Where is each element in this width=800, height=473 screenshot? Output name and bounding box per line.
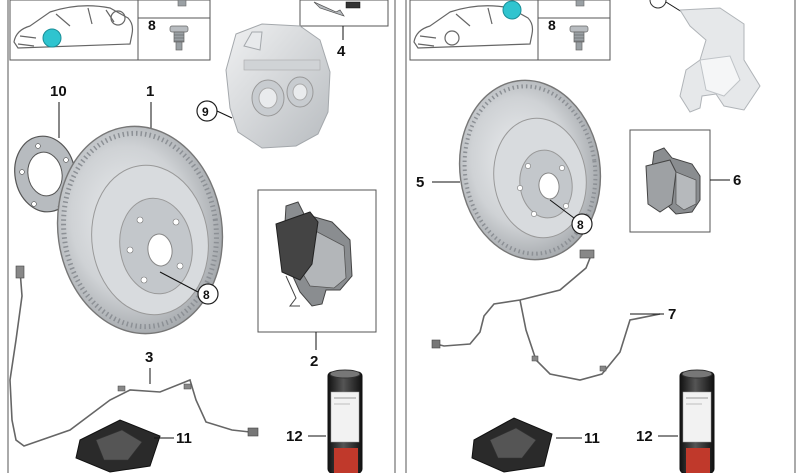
brake-caliper[interactable]: 9 <box>196 23 331 149</box>
callout-circle-disc-bolt-left <box>197 283 219 305</box>
car-icon <box>13 5 134 49</box>
callout-wear-sensor-left: 3 <box>145 349 153 366</box>
callout-grease-right: 11 <box>584 430 600 447</box>
callout-circle-disc-bolt-right <box>571 213 593 235</box>
right-panel: 8 <box>409 0 761 473</box>
brake-cleaner-can-left[interactable]: 12 <box>286 369 363 473</box>
callout-pads-left: 2 <box>310 353 318 370</box>
brake-disc-right[interactable]: 8 5 <box>416 71 612 269</box>
car-icon-right <box>413 5 534 49</box>
callout-disc-bolt-left: 8 <box>203 288 210 302</box>
callout-disc: 1 <box>146 83 154 100</box>
brake-pads-kit-right[interactable]: 6 <box>629 129 741 233</box>
right-thumb-bolt-icon <box>575 0 585 7</box>
right-caliper-bracket[interactable] <box>649 0 761 113</box>
callout-pads-right: 6 <box>733 172 741 189</box>
grease-sachet-left[interactable]: 11 <box>75 419 192 473</box>
bracket-kit[interactable]: 4 <box>299 0 389 60</box>
left-vehicle-thumbnail[interactable]: 8 <box>9 0 211 61</box>
right-highlight-wheel-icon <box>502 0 522 20</box>
brake-pads-kit[interactable]: 2 <box>257 189 377 370</box>
right-thumb-disc-bolt-icon <box>569 25 589 51</box>
right-thumb-callout: 8 <box>548 17 556 33</box>
left-thumb-callout: 8 <box>148 17 156 33</box>
callout-grease-left: 11 <box>176 430 192 447</box>
left-highlight-wheel-icon <box>42 28 62 48</box>
left-thumb-bolt-icon <box>177 0 187 7</box>
right-vehicle-thumbnail[interactable]: 8 <box>409 0 611 61</box>
grease-sachet-right[interactable]: 11 <box>471 417 600 473</box>
callout-can-left: 12 <box>286 428 303 445</box>
left-thumb-disc-bolt-icon <box>169 25 189 51</box>
wear-sensor-right[interactable]: 7 <box>431 249 676 381</box>
callout-can-right: 12 <box>636 428 653 445</box>
brake-cleaner-can-right[interactable]: 12 <box>636 369 715 473</box>
brake-disc[interactable]: 1 8 <box>44 83 235 344</box>
callout-disc-right: 5 <box>416 174 424 191</box>
wear-sensor-left[interactable]: 3 <box>9 265 259 447</box>
callout-caliper: 9 <box>202 105 209 119</box>
callout-disc-bolt-right: 8 <box>577 218 584 232</box>
callout-bracket: 4 <box>337 43 346 60</box>
callout-gasket: 10 <box>50 83 67 100</box>
left-panel: 8 4 9 <box>9 0 389 473</box>
callout-wear-sensor-right: 7 <box>668 306 676 323</box>
